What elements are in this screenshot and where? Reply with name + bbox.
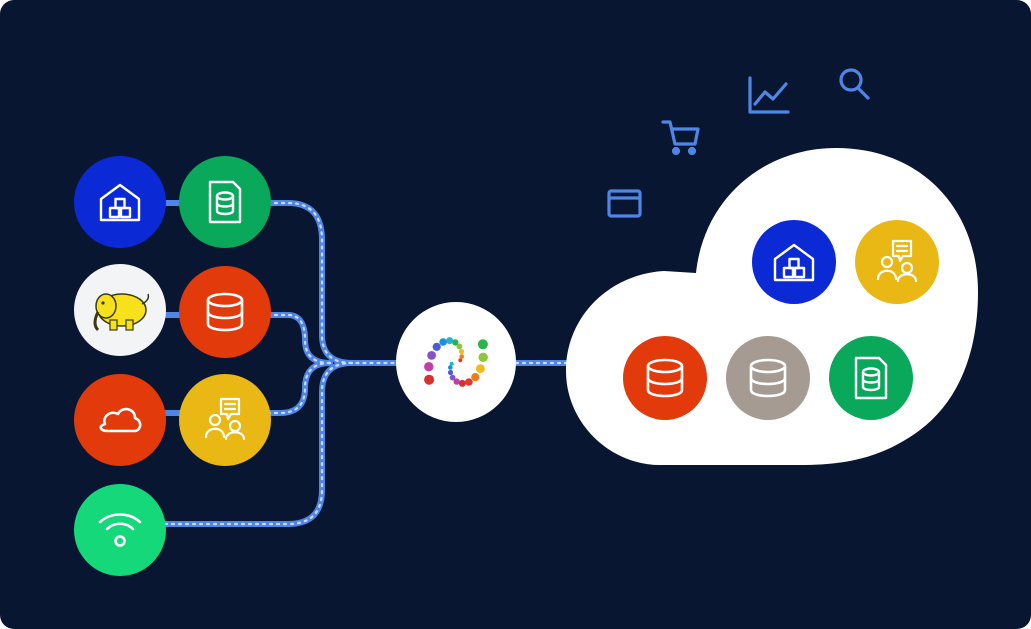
logo-dot bbox=[447, 369, 454, 376]
hub-node bbox=[396, 302, 516, 422]
browser-window-icon bbox=[607, 189, 642, 218]
source-warehouse-node bbox=[74, 156, 166, 248]
target-warehouse-node bbox=[752, 220, 836, 304]
logo-dot bbox=[478, 352, 488, 362]
logo-dot bbox=[449, 361, 454, 366]
source-cloud-node bbox=[74, 374, 166, 466]
logo-dot bbox=[465, 378, 473, 386]
logo-dot bbox=[456, 343, 463, 350]
logo-dot bbox=[458, 348, 465, 355]
logo-dot bbox=[477, 339, 488, 350]
logo-dot bbox=[424, 362, 434, 372]
logo-dot bbox=[471, 373, 480, 382]
logo-dot bbox=[448, 365, 453, 370]
logo-dot bbox=[424, 374, 435, 385]
source-wifi-node bbox=[74, 484, 166, 576]
line-chart-icon bbox=[748, 76, 790, 114]
source-sheet-database-node bbox=[179, 156, 271, 248]
source-hadoop-node bbox=[74, 264, 166, 356]
shopping-cart-icon bbox=[661, 120, 700, 156]
search-icon bbox=[839, 68, 870, 100]
logo-dot bbox=[459, 354, 465, 359]
logo-dot bbox=[427, 351, 436, 360]
logo-dot bbox=[476, 364, 485, 373]
target-sheet-database-node bbox=[829, 336, 913, 420]
logo-dot bbox=[446, 337, 454, 345]
spiral-dots-logo bbox=[424, 337, 488, 387]
logo-dot bbox=[458, 358, 463, 363]
logo-dot bbox=[452, 339, 459, 346]
connector-lines bbox=[162, 200, 575, 527]
logo-dot bbox=[458, 379, 466, 387]
hadoop-elephant-icon bbox=[93, 293, 150, 332]
target-database-red-node bbox=[623, 336, 707, 420]
target-collaboration-node bbox=[855, 220, 939, 304]
logo-dot bbox=[449, 374, 456, 381]
source-database-node bbox=[179, 266, 271, 358]
logo-dot bbox=[453, 378, 460, 385]
source-collaboration-node bbox=[179, 374, 271, 466]
target-database-gray-node bbox=[726, 336, 810, 420]
logo-dot bbox=[439, 338, 447, 346]
logo-dot bbox=[432, 342, 441, 351]
